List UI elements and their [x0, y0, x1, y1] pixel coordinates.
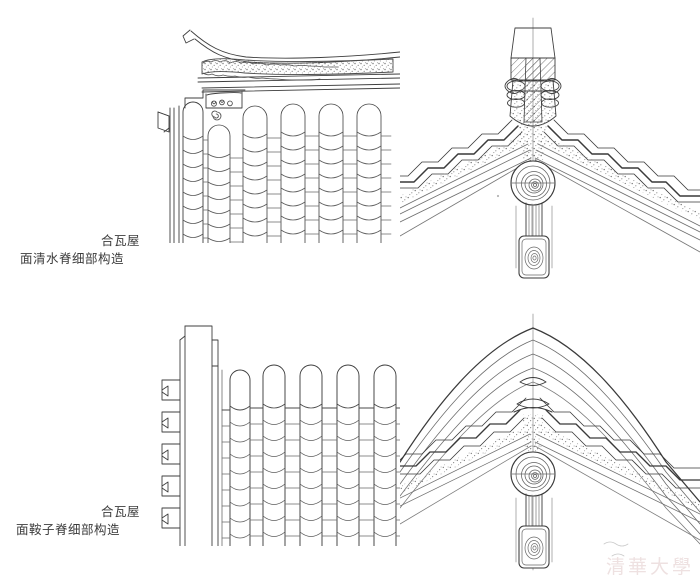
watermark: 清華大學	[605, 556, 694, 578]
caption-hewa-anziji: 合瓦屋 面鞍子脊细部构造	[16, 503, 140, 539]
anziji-section-svg	[400, 313, 700, 571]
anziji-elevation-svg	[161, 325, 400, 546]
caption-hewa-qingshuiji: 合瓦屋 面清水脊细部构造	[20, 232, 140, 268]
caption-line-1: 合瓦屋	[100, 504, 140, 519]
caption-line-2: 面鞍子脊细部构造	[16, 522, 121, 538]
qingshuiji-elevation-svg	[157, 29, 400, 243]
panel-qingshuiji-section	[400, 0, 700, 285]
qingshuiji-section-svg	[400, 17, 700, 279]
panel-anziji-section	[400, 312, 700, 583]
caption-line-2: 面清水脊细部构造	[20, 251, 125, 267]
panel-anziji-elevation	[150, 318, 400, 546]
caption-line-1: 合瓦屋	[100, 233, 140, 248]
panel-qingshuiji-elevation	[150, 8, 400, 243]
